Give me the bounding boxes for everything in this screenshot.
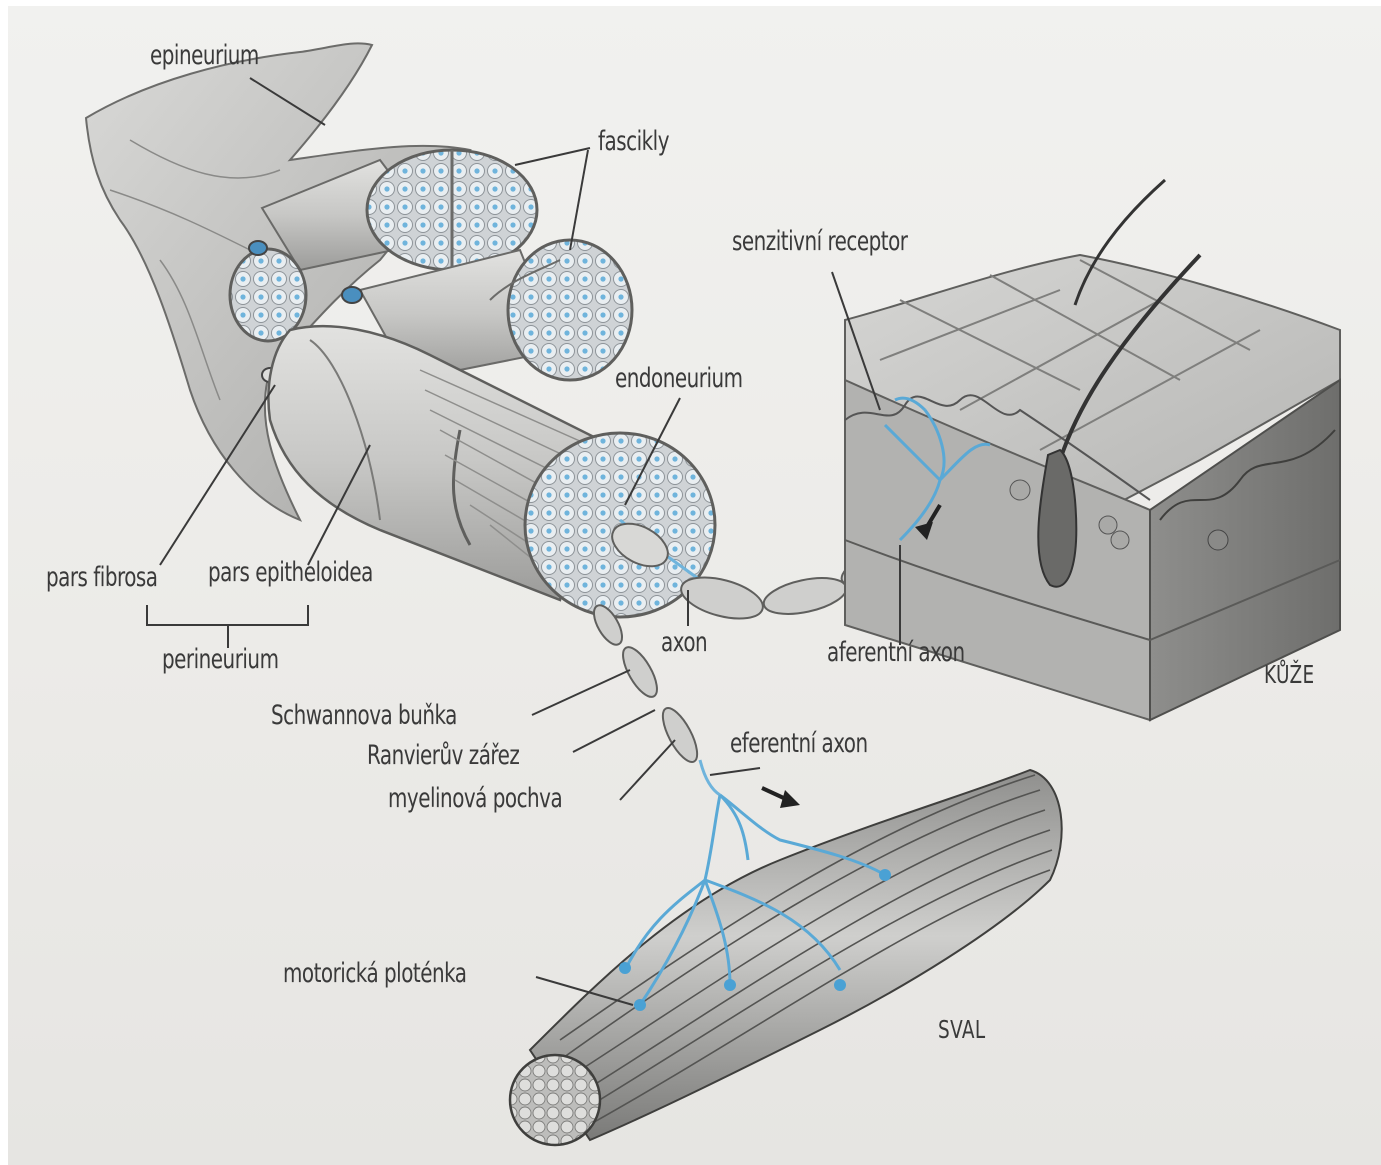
- label-motoricka-plotenka: motorická ploténka: [283, 958, 466, 989]
- label-schwannova-bunka: Schwannova buňka: [271, 700, 457, 731]
- label-myelinova-pochva: myelinová pochva: [388, 783, 562, 814]
- muscle-cross-section: [510, 1055, 600, 1145]
- label-senzitivni-receptor: senzitivní receptor: [732, 226, 908, 257]
- efferent-axon-segments: [588, 601, 703, 767]
- label-eferentni-axon: eferentní axon: [730, 728, 868, 759]
- left-fascicle-cross-section: [230, 249, 306, 341]
- label-epineurium: epineurium: [150, 40, 259, 71]
- label-sval: SVAL: [938, 1015, 986, 1044]
- label-pars-epitheloidea: pars epitheloidea: [208, 557, 373, 588]
- label-kuze: KŮŽE: [1264, 660, 1315, 689]
- label-fascikly: fascikly: [598, 126, 669, 157]
- muscle: [510, 770, 1062, 1145]
- right-fascicle-cross-section: [508, 240, 632, 380]
- label-perineurium: perineurium: [162, 644, 278, 675]
- label-pars-fibrosa: pars fibrosa: [46, 562, 157, 593]
- label-axon: axon: [661, 627, 707, 658]
- label-ranvieruv-zarez: Ranvierův zářez: [367, 740, 519, 771]
- label-aferentni-axon: aferentní axon: [827, 637, 965, 668]
- label-endoneurium: endoneurium: [615, 363, 743, 394]
